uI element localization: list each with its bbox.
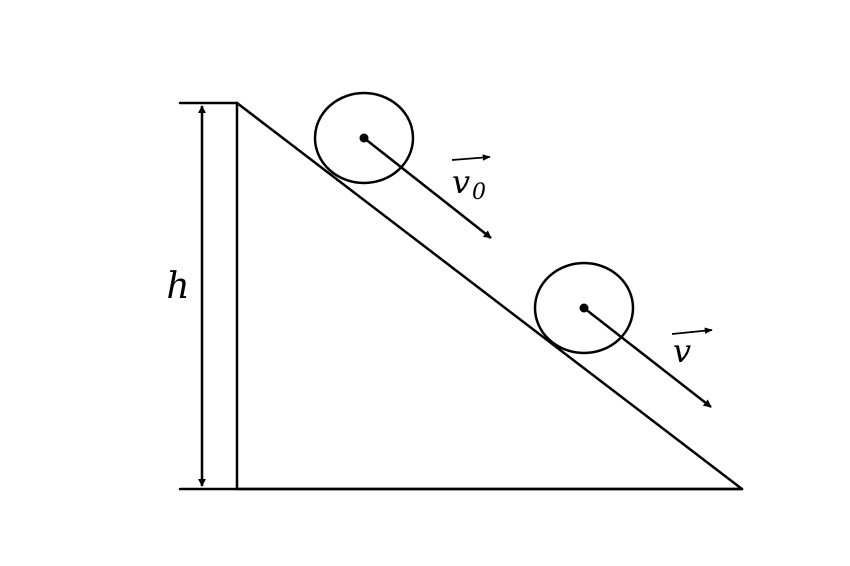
initial-velocity-subscript: 0 [472,180,486,205]
initial-velocity-arrow [363,137,492,239]
ball-upper-outline [313,91,415,185]
incline-ramp [235,101,744,491]
final-velocity-vector-bar [671,327,713,335]
height-label: h [166,266,189,307]
initial-velocity-vector-bar [451,154,491,161]
final-velocity-arrow [583,307,712,408]
initial-velocity-symbol: v [452,163,470,201]
ball-lower-outline [533,261,635,355]
initial-velocity-label: v 0 [451,154,491,205]
final-velocity-symbol: v [673,332,691,370]
final-velocity-label: v [671,327,713,370]
